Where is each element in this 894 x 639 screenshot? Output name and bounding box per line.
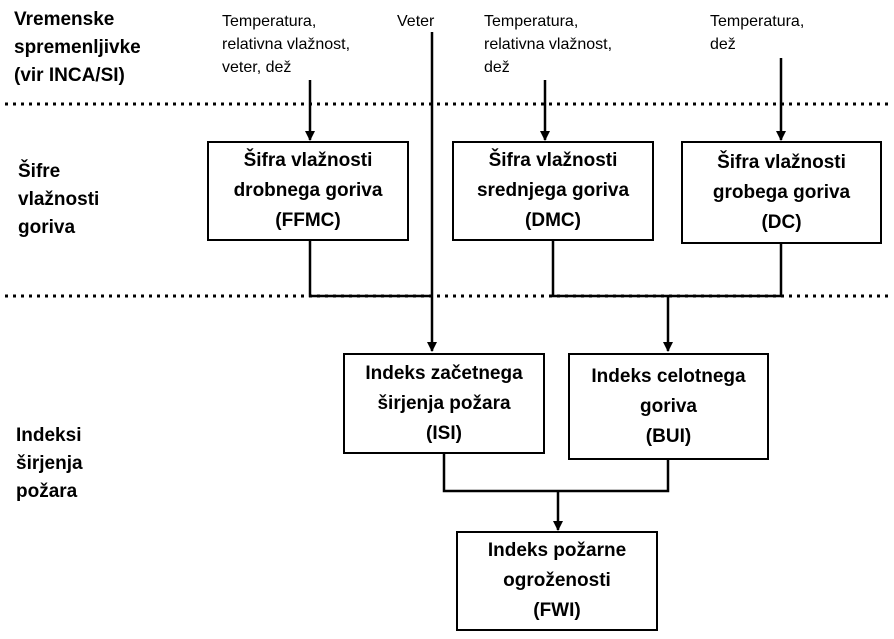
input-label-wind: Veter xyxy=(397,10,434,33)
box-text-line: (ISI) xyxy=(426,422,462,444)
input-label-dmc: Temperatura, relativna vlažnost, dež xyxy=(484,10,612,79)
box-text-line: ogroženosti xyxy=(503,570,611,591)
box-text-line: širjenja požara xyxy=(377,392,511,414)
input-label-line: Temperatura, xyxy=(484,13,579,30)
box-text-line: Šifra vlažnosti xyxy=(488,150,618,171)
row-label-weather-variables: Vremenske spremenljivke (vir INCA/SI) xyxy=(14,6,141,90)
row-label-line: goriva xyxy=(18,217,76,238)
box-text-line: srednjega goriva xyxy=(476,180,630,201)
box-text-line: Indeks začetnega xyxy=(365,362,523,384)
box-text-line: grobega goriva xyxy=(712,181,851,203)
box-text-line: drobnega goriva xyxy=(233,180,383,201)
box-dmc: Šifra vlažnosti srednjega goriva (DMC) xyxy=(452,141,654,241)
row-label-line: Indeksi xyxy=(16,425,82,446)
box-text-line: (DMC) xyxy=(525,210,581,231)
row-label-line: širjenja xyxy=(16,453,83,474)
box-bui: Indeks celotnega goriva (BUI) xyxy=(568,353,769,460)
box-fwi: Indeks požarne ogroženosti (FWI) xyxy=(456,531,658,631)
row-label-line: Vremenske xyxy=(14,9,115,30)
input-label-line: Temperatura, xyxy=(710,13,805,30)
box-text-line: Šifra vlažnosti xyxy=(717,151,846,173)
box-ffmc: Šifra vlažnosti drobnega goriva (FFMC) xyxy=(207,141,409,241)
row-label-line: požara xyxy=(16,481,78,502)
box-dc: Šifra vlažnosti grobega goriva (DC) xyxy=(681,141,882,244)
box-text-line: (FFMC) xyxy=(275,210,341,231)
connector-ffmc-to-isi xyxy=(308,241,432,298)
input-label-dc: Temperatura, dež xyxy=(710,10,804,56)
row-label-line: Šifre xyxy=(18,161,61,182)
input-label-line: veter, dež xyxy=(222,59,292,76)
box-text-line: Šifra vlažnosti xyxy=(243,150,373,171)
input-label-line: relativna vlažnost, xyxy=(222,36,351,53)
box-text-line: (BUI) xyxy=(645,425,692,447)
box-text-line: Indeks celotnega xyxy=(591,365,746,387)
connector-dc-to-bui xyxy=(668,244,783,298)
box-text-line: (DC) xyxy=(761,211,802,233)
input-label-line: dež xyxy=(484,59,510,76)
row-label-fuel-moisture-codes: Šifre vlažnosti goriva xyxy=(18,158,99,242)
box-text-line: goriva xyxy=(639,395,698,417)
box-isi: Indeks začetnega širjenja požara (ISI) xyxy=(343,353,545,454)
box-text-line: Indeks požarne xyxy=(487,540,627,561)
row-label-line: spremenljivke xyxy=(14,37,141,58)
row-label-line: vlažnosti xyxy=(18,189,100,210)
row-label-line: (vir INCA/SI) xyxy=(14,65,125,86)
connector-dmc-to-bui xyxy=(551,241,668,298)
connector-isi-to-fwi xyxy=(442,454,670,493)
input-label-line: Temperatura, xyxy=(222,13,317,30)
input-label-line: Veter xyxy=(397,13,435,30)
input-label-line: relativna vlažnost, xyxy=(484,36,613,53)
input-label-ffmc: Temperatura, relativna vlažnost, veter, … xyxy=(222,10,350,79)
row-label-fire-behavior-indices: Indeksi širjenja požara xyxy=(16,422,83,506)
box-text-line: (FWI) xyxy=(533,600,581,621)
input-label-line: dež xyxy=(710,36,736,53)
